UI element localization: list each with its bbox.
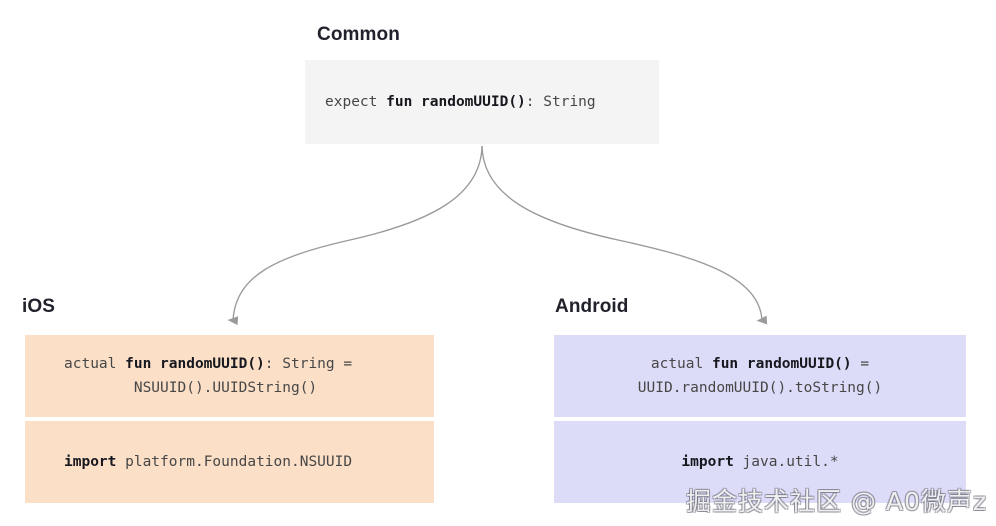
code-box-ios-impl[interactable]: actual fun randomUUID(): String = NSUUID…: [25, 335, 434, 417]
arrow-common-to-ios: [227, 145, 483, 326]
code-token-prefix: actual: [64, 356, 126, 372]
code-token-line2: UUID.randomUUID().toString(): [637, 380, 883, 396]
code-token-bold: fun randomUUID(): [125, 356, 265, 372]
code-token-rest: platform.Foundation.NSUUID: [116, 454, 353, 470]
group-title-common: Common: [317, 24, 400, 45]
arrow-common-to-android: [481, 145, 768, 325]
group-title-ios: iOS: [22, 296, 56, 317]
code-token-line2: NSUUID().UUIDString(): [64, 380, 318, 396]
watermark-text: 掘金技术社区 @ A0微声z: [686, 487, 988, 516]
code-common-expect: expect fun randomUUID(): String: [305, 90, 659, 114]
code-token-rest: java.util.*: [733, 454, 839, 470]
code-token-prefix: actual: [650, 356, 712, 372]
group-title-android: Android: [555, 296, 629, 317]
code-token-bold: fun randomUUID(): [386, 94, 526, 110]
code-token-bold: import: [681, 454, 734, 470]
code-box-common[interactable]: expect fun randomUUID(): String: [305, 60, 659, 144]
code-box-android-import[interactable]: import java.util.*: [554, 421, 966, 503]
code-box-ios-import[interactable]: import platform.Foundation.NSUUID: [25, 421, 434, 503]
code-token-suffix: : String =: [264, 356, 353, 372]
code-box-android-impl[interactable]: actual fun randomUUID() = UUID.randomUUID…: [554, 335, 966, 417]
code-token-prefix: expect: [325, 94, 387, 110]
code-android-import: import java.util.*: [554, 450, 966, 474]
code-token-bold: fun randomUUID(): [711, 356, 852, 372]
code-ios-import: import platform.Foundation.NSUUID: [25, 450, 434, 474]
code-token-suffix: : String: [525, 94, 596, 110]
code-android-actual: actual fun randomUUID() = UUID.randomUUID…: [554, 352, 966, 400]
code-token-suffix: =: [851, 356, 870, 372]
code-token-bold: import: [64, 454, 117, 470]
code-ios-actual: actual fun randomUUID(): String = NSUUID…: [25, 352, 434, 400]
